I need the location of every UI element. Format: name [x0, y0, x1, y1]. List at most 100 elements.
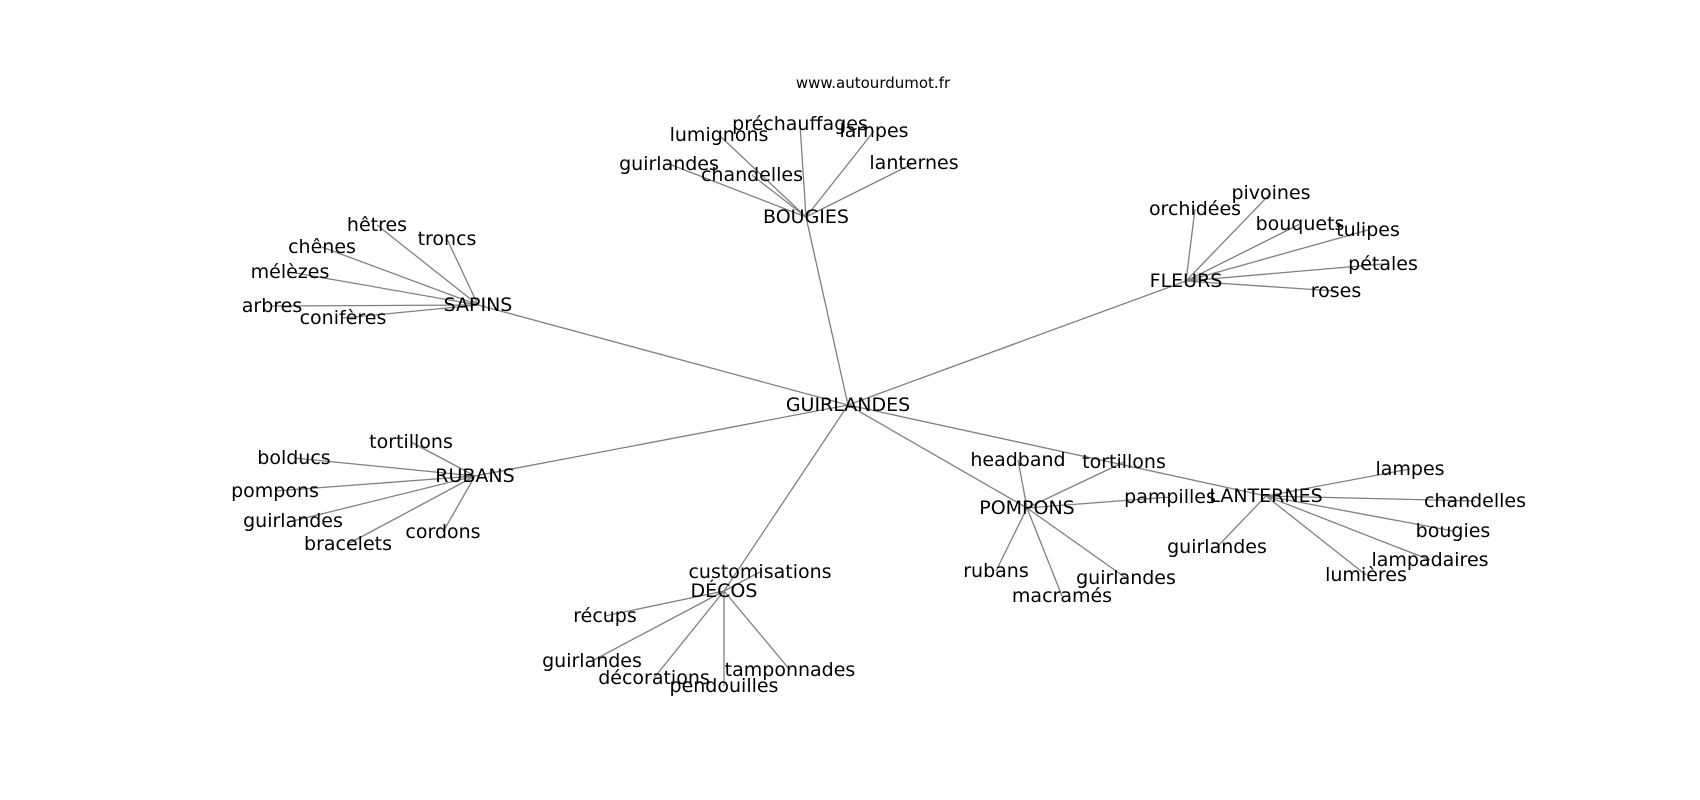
edge-rubans-bracelets — [347, 475, 476, 545]
edge-rubans-cordons — [442, 475, 476, 533]
edge-center-bougies — [805, 216, 849, 406]
edge-pompons-rubans — [995, 507, 1028, 572]
word-node-fleurs-bouquets: bouquets — [1256, 213, 1345, 235]
word-node-sapins-troncs: troncs — [418, 228, 477, 250]
edge-lanternes-lampes — [1265, 468, 1411, 497]
edge-center-pompons — [847, 404, 1028, 509]
word-node-rubans-bolducs: bolducs — [257, 447, 330, 469]
word-node-decos-pendouilles: pendouilles — [670, 675, 779, 697]
word-node-fleurs-petales: pétales — [1348, 253, 1418, 275]
edge-center-rubans — [474, 404, 849, 477]
word-node-fleurs-tulipes: tulipes — [1336, 219, 1400, 241]
edge-bougies-guirlandes — [668, 163, 807, 218]
edge-sapins-hetres — [376, 224, 479, 306]
word-node-lanternes-lampadaires: lampadaires — [1371, 549, 1488, 571]
group-node-rubans: RUBANS — [435, 465, 514, 487]
edge-bougies-chandelles — [751, 174, 807, 218]
word-node-bougies-prechauffages: préchauffages — [732, 113, 868, 135]
edge-rubans-pompons — [274, 475, 476, 492]
edge-center-decos — [723, 404, 849, 592]
edge-bougies-lumignons — [718, 134, 807, 218]
word-node-lanternes-bougies: bougies — [1416, 520, 1491, 542]
group-node-sapins: SAPINS — [444, 294, 513, 316]
word-node-sapins-chenes: chênes — [288, 236, 356, 258]
edge-rubans-guirlandes — [292, 475, 476, 522]
edge-pompons-pampilles — [1026, 496, 1171, 509]
word-node-fleurs-roses: roses — [1311, 280, 1362, 302]
edge-pompons-guirlandes — [1026, 507, 1127, 579]
word-node-rubans-pompons: pompons — [231, 480, 319, 502]
edge-sapins-troncs — [446, 238, 479, 306]
word-node-bougies-lumignons: lumignons — [670, 124, 769, 146]
edge-lanternes-bougies — [1265, 495, 1454, 532]
edge-pompons-tortillons — [1026, 461, 1125, 509]
word-node-rubans-cordons: cordons — [405, 521, 480, 543]
edge-fleurs-pivoines — [1185, 192, 1272, 282]
word-node-rubans-guirlandes: guirlandes — [243, 510, 343, 532]
edge-decos-recups — [604, 590, 725, 617]
word-node-sapins-hetres: hêtres — [347, 214, 407, 236]
edge-lanternes-guirlandes — [1216, 495, 1267, 548]
word-node-pompons-guirlandes: guirlandes — [1076, 567, 1176, 589]
edge-lanternes-lumieres — [1265, 495, 1367, 576]
word-node-pompons-tortillons: tortillons — [1082, 451, 1166, 473]
word-node-pompons-pampilles: pampilles — [1124, 486, 1216, 508]
edge-rubans-bolducs — [293, 457, 476, 477]
edge-sapins-chenes — [321, 246, 479, 306]
edge-lanternes-lampadaires — [1265, 495, 1431, 561]
edge-bougies-prechauffages — [799, 123, 807, 218]
edge-decos-tamponnades — [723, 590, 791, 671]
word-node-lanternes-lampes: lampes — [1375, 458, 1444, 480]
word-node-lanternes-lumieres: lumières — [1325, 564, 1407, 586]
word-node-decos-customisations: customisations — [688, 561, 831, 583]
group-node-bougies: BOUGIES — [763, 206, 849, 228]
edges — [271, 123, 1476, 686]
edge-sapins-arbres — [271, 304, 479, 307]
edge-fleurs-tulipes — [1185, 229, 1369, 282]
word-node-bougies-lampes: lampes — [839, 120, 908, 142]
word-node-lanternes-guirlandes: guirlandes — [1167, 536, 1267, 558]
group-node-decos: DÉCOS — [691, 579, 758, 602]
word-node-bougies-lanternes: lanternes — [869, 152, 958, 174]
edge-decos-customisations — [723, 571, 761, 592]
edge-fleurs-orchidees — [1185, 208, 1196, 282]
word-node-sapins-melezes: mélèzes — [251, 261, 330, 283]
word-node-pompons-macrames: macramés — [1012, 585, 1112, 607]
word-node-lanternes-chandelles: chandelles — [1424, 490, 1526, 512]
word-node-decos-recups: récups — [573, 605, 637, 627]
word-node-decos-tamponnades: tamponnades — [725, 659, 856, 681]
source-watermark: www.autourdumot.fr — [796, 74, 951, 92]
edge-fleurs-petales — [1185, 263, 1384, 282]
word-node-sapins-arbres: arbres — [242, 295, 303, 317]
edge-sapins-coniferes — [342, 304, 479, 319]
edge-pompons-macrames — [1026, 507, 1063, 597]
word-node-bougies-guirlandes: guirlandes — [619, 153, 719, 175]
word-node-rubans-tortillons: tortillons — [369, 431, 453, 453]
edge-bougies-lampes — [805, 130, 875, 218]
group-node-pompons: POMPONS — [979, 497, 1075, 519]
word-node-decos-guirlandes: guirlandes — [542, 650, 642, 672]
word-node-bougies-chandelles: chandelles — [701, 164, 803, 186]
word-node-pompons-rubans: rubans — [963, 560, 1029, 582]
edge-decos-decorations — [653, 590, 725, 679]
edge-center-sapins — [477, 304, 849, 406]
edge-rubans-tortillons — [410, 441, 476, 477]
edge-decos-guirlandes — [591, 590, 725, 662]
edge-pompons-headband — [1017, 459, 1028, 509]
edge-bougies-lanternes — [805, 162, 915, 218]
word-node-sapins-coniferes: conifères — [300, 307, 387, 329]
word-node-rubans-bracelets: bracelets — [304, 533, 392, 555]
word-node-fleurs-orchidees: orchidées — [1149, 198, 1241, 220]
word-node-fleurs-pivoines: pivoines — [1231, 182, 1310, 204]
edge-sapins-melezes — [289, 271, 479, 306]
edge-center-fleurs — [847, 280, 1187, 406]
word-node-decos-decorations: décorations — [598, 667, 710, 689]
center-node-label: GUIRLANDES — [786, 394, 910, 416]
word-node-pompons-headband: headband — [970, 449, 1065, 471]
edge-lanternes-chandelles — [1265, 495, 1476, 502]
group-node-fleurs: FLEURS — [1150, 270, 1223, 292]
edge-fleurs-bouquets — [1185, 223, 1301, 282]
edge-center-lanternes — [847, 404, 1267, 497]
